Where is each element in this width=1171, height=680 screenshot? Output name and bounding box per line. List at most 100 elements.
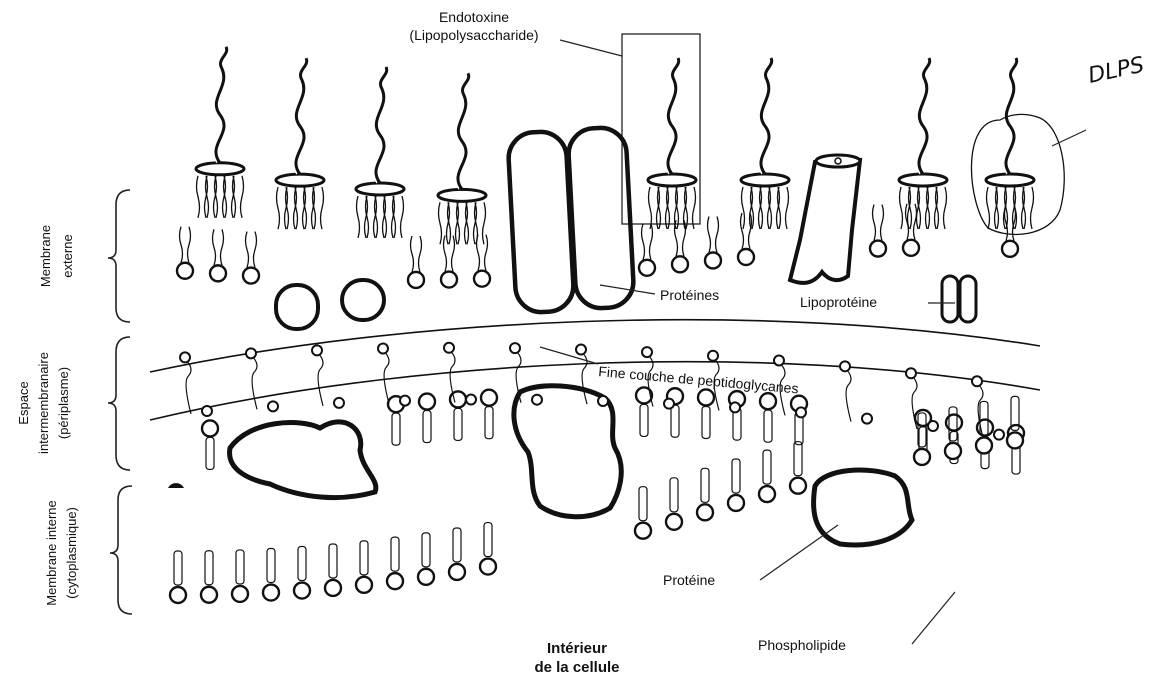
bracket-periplasm bbox=[108, 337, 130, 470]
phospholipid-head bbox=[728, 495, 744, 511]
phospholipid-head bbox=[441, 272, 457, 288]
leader-protein-inner bbox=[760, 525, 838, 580]
phospholipid-head bbox=[738, 249, 754, 265]
phospholipid-head bbox=[870, 241, 886, 257]
peptidoglycan-node bbox=[400, 396, 410, 406]
phospholipid-head bbox=[759, 486, 775, 502]
phospholipid-tail bbox=[206, 437, 214, 469]
peptidoglycan-node bbox=[972, 376, 982, 386]
phospholipid-tail bbox=[708, 216, 719, 252]
endotoxin-highlight-box bbox=[622, 34, 700, 224]
phospholipid-tail bbox=[873, 205, 884, 241]
phospholipid-tail bbox=[763, 450, 771, 484]
lps-lipid-a-head bbox=[741, 174, 789, 186]
peptidoglycan-node bbox=[576, 345, 586, 355]
peptidoglycan-node bbox=[994, 430, 1004, 440]
phospholipid-tail bbox=[422, 533, 430, 567]
phospholipid-tail bbox=[236, 550, 244, 584]
phospholipid-tail bbox=[671, 405, 679, 437]
phospholipid-head bbox=[697, 504, 713, 520]
peptide-crosslink bbox=[186, 362, 191, 414]
phospholipid-tail bbox=[267, 549, 275, 583]
phospholipid-tail bbox=[670, 478, 678, 512]
phospholipid-head bbox=[263, 585, 279, 601]
peptide-crosslink bbox=[252, 358, 257, 409]
phospholipid-head bbox=[705, 252, 721, 268]
label-periplasm-1: Espace bbox=[16, 381, 31, 424]
peptidoglycan-node bbox=[334, 398, 344, 408]
label-endotoxin-2: (Lipopolysaccharide) bbox=[409, 27, 538, 43]
phospholipid-head bbox=[294, 583, 310, 599]
phospholipid-tail bbox=[453, 528, 461, 562]
peptidoglycan-node bbox=[862, 414, 872, 424]
lps-lipid-a-head bbox=[986, 174, 1034, 186]
phospholipid-tail bbox=[213, 229, 224, 265]
phospholipid-head bbox=[760, 393, 776, 409]
phospholipid-tail bbox=[639, 487, 647, 521]
phospholipid-tail bbox=[454, 408, 462, 440]
label-periplasm-3: (périplasme) bbox=[56, 367, 71, 439]
outer-membrane-protein-funnel bbox=[790, 160, 860, 283]
lps-lipid-a-head bbox=[356, 183, 404, 195]
porin-cylinder-left bbox=[507, 131, 574, 314]
funnel-pore bbox=[835, 158, 841, 164]
peptidoglycan-node bbox=[378, 344, 388, 354]
phospholipid-tail bbox=[360, 541, 368, 575]
label-lipoprotein: Lipoprotéine bbox=[800, 294, 877, 310]
phospholipid-head bbox=[177, 263, 193, 279]
label-outer-membrane-1: Membrane bbox=[38, 225, 53, 287]
phospholipid-tail bbox=[477, 235, 488, 271]
phospholipid-tail bbox=[732, 459, 740, 493]
peptidoglycan-node bbox=[180, 352, 190, 362]
phospholipid-tail bbox=[329, 544, 337, 578]
label-lps-handwritten: DLPS bbox=[1086, 53, 1146, 89]
label-inner-membrane-2: (cytoplasmique) bbox=[64, 507, 79, 599]
peptidoglycan-node bbox=[774, 355, 784, 365]
label-cell-interior-1: Intérieur bbox=[547, 640, 607, 657]
phospholipid-head bbox=[408, 272, 424, 288]
peptidoglycan-node bbox=[796, 407, 806, 417]
phospholipid-head bbox=[419, 394, 435, 410]
inner-membrane-protein-left bbox=[230, 422, 376, 498]
peptidoglycan-node bbox=[906, 368, 916, 378]
phospholipid-head bbox=[210, 265, 226, 281]
phospholipid-tail bbox=[701, 468, 709, 502]
lps-lipid-a-head bbox=[196, 163, 244, 175]
phospholipid-head bbox=[481, 390, 497, 406]
phospholipid-head bbox=[1002, 241, 1018, 257]
label-phospholipid: Phospholipide bbox=[758, 637, 846, 653]
phospholipid-head bbox=[635, 523, 651, 539]
lipoprotein-right-b bbox=[960, 276, 976, 322]
inner-membrane-protein-right bbox=[814, 470, 912, 545]
phospholipid-tail bbox=[444, 236, 455, 272]
phospholipid-head bbox=[480, 559, 496, 575]
label-cell-interior-2: de la cellule bbox=[534, 659, 619, 676]
label-periplasm-2: intermembranaire bbox=[36, 352, 51, 454]
peptidoglycan-strand bbox=[150, 320, 1040, 372]
phospholipid-head bbox=[666, 514, 682, 530]
leader-phospholipid bbox=[912, 592, 955, 644]
phospholipid-head bbox=[698, 389, 714, 405]
lps-lipid-a-head bbox=[899, 174, 947, 186]
lps-lipid-a-head bbox=[276, 174, 324, 186]
phospholipid-head bbox=[790, 478, 806, 494]
peptidoglycan-node bbox=[840, 361, 850, 371]
phospholipid-head bbox=[639, 260, 655, 276]
phospholipid-head bbox=[170, 587, 186, 603]
phospholipid-tail bbox=[485, 407, 493, 439]
phospholipid-head bbox=[449, 564, 465, 580]
phospholipid-tail bbox=[205, 551, 213, 585]
lipoprotein-left-a bbox=[276, 285, 318, 329]
peptidoglycan-node bbox=[642, 347, 652, 357]
porin-cylinder-right bbox=[567, 127, 634, 310]
phospholipid-tail bbox=[702, 406, 710, 438]
phospholipid-head bbox=[976, 437, 992, 453]
peptidoglycan-node bbox=[246, 348, 256, 358]
phospholipid-head bbox=[202, 420, 218, 436]
label-inner-membrane-1: Membrane interne bbox=[44, 500, 59, 606]
peptidoglycan-node bbox=[466, 395, 476, 405]
phospholipid-tail bbox=[484, 523, 492, 557]
phospholipid-tail bbox=[764, 410, 772, 442]
phospholipid-tail bbox=[640, 404, 648, 436]
